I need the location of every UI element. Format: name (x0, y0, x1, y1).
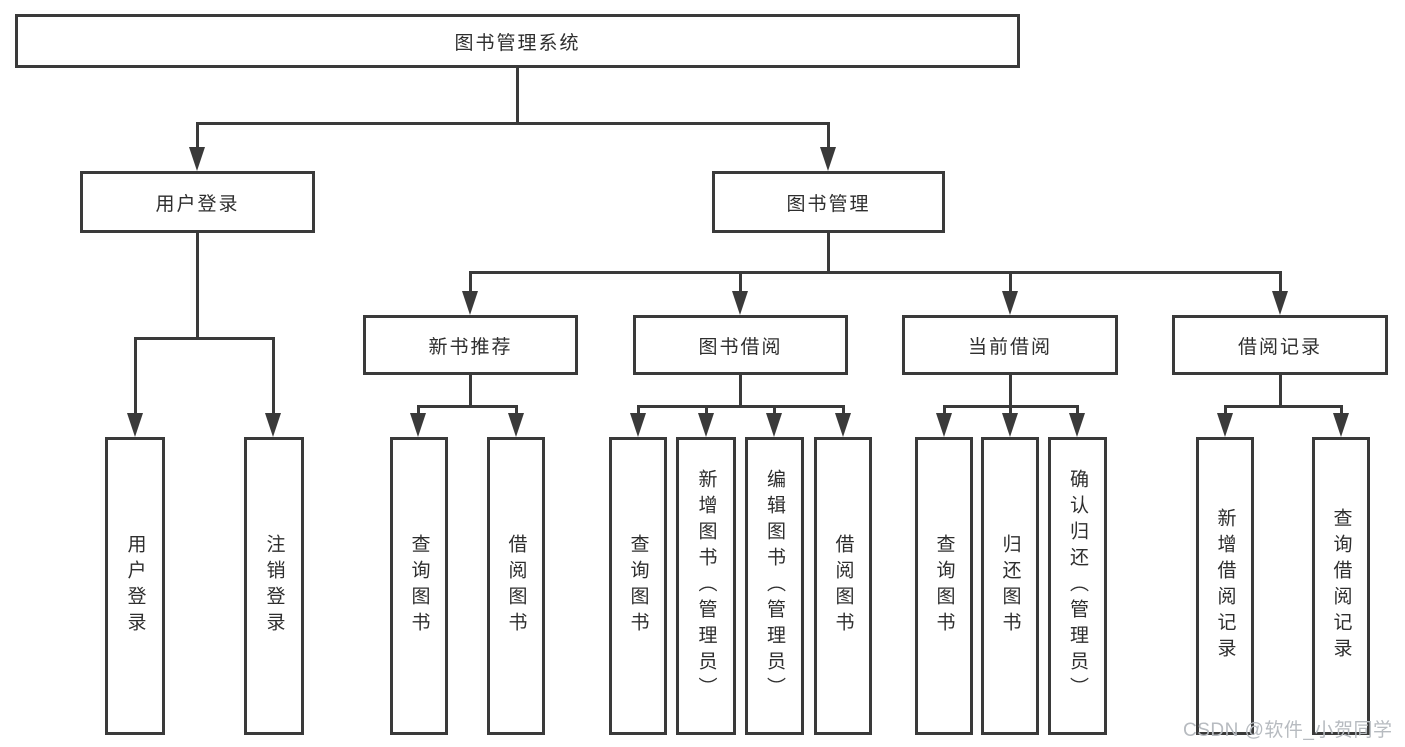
node-label: 查询图书 (627, 534, 649, 638)
edge-recommend-stub (469, 375, 472, 405)
node-current-borrow: 当前借阅 (902, 315, 1118, 375)
leaf-user-login: 用户登录 (105, 437, 165, 735)
edge-borrow-stub (739, 375, 742, 405)
node-label: 借阅图书 (505, 534, 527, 638)
node-label: 当前借阅 (967, 336, 1052, 358)
leaf-logout-login: 注销登录 (244, 437, 304, 735)
arrowhead-query-book-a (410, 413, 426, 437)
arrowhead-add-borrow-record (1217, 413, 1233, 437)
edge-userlogin-rail (134, 337, 275, 340)
edge-recommend-drop1 (417, 405, 420, 414)
edge-current-drop2 (1009, 405, 1012, 414)
node-label: 图书管理 (786, 193, 871, 215)
leaf-query-book-current: 查询图书 (915, 437, 973, 735)
leaf-add-book-admin: 新增图书（管理员） (676, 437, 736, 735)
node-label: 图书管理系统 (454, 32, 581, 54)
edge-bookmgmt-drop1 (469, 271, 472, 291)
node-label: 新增借阅记录 (1214, 508, 1236, 664)
arrowhead-query-borrow-record (1333, 413, 1349, 437)
arrowhead-borrow-book-a (508, 413, 524, 437)
node-label: 查询图书 (408, 534, 430, 638)
edge-records-drop2 (1340, 405, 1343, 414)
edge-current-drop3 (1076, 405, 1079, 414)
node-label: 借阅图书 (832, 534, 854, 638)
node-label: 新书推荐 (428, 336, 513, 358)
edge-borrow-drop2 (705, 405, 708, 414)
node-label: 确认归还（管理员） (1067, 469, 1088, 703)
edge-root-drop-right (827, 122, 830, 148)
arrowhead-new-book-recommend (462, 291, 478, 315)
node-label: 图书借阅 (698, 336, 783, 358)
arrowhead-query-book-b (630, 413, 646, 437)
arrowhead-add-book-admin (698, 413, 714, 437)
arrowhead-current-borrow (1002, 291, 1018, 315)
edge-borrow-drop1 (637, 405, 640, 414)
leaf-query-book-borrow: 查询图书 (609, 437, 667, 735)
node-label: 用户登录 (155, 193, 240, 215)
node-label: 借阅记录 (1237, 336, 1322, 358)
node-borrow-records: 借阅记录 (1172, 315, 1388, 375)
node-label: 编辑图书（管理员） (764, 469, 785, 703)
leaf-borrow-book-recommend: 借阅图书 (487, 437, 545, 735)
node-label: 注销登录 (263, 534, 285, 638)
arrowhead-confirm-return-admin (1069, 413, 1085, 437)
node-label: 用户登录 (124, 534, 146, 638)
node-book-borrow: 图书借阅 (633, 315, 848, 375)
edge-root-rail (196, 122, 830, 125)
leaf-edit-book-admin: 编辑图书（管理员） (745, 437, 804, 735)
edge-root-stub (516, 68, 519, 122)
edge-bookmgmt-stub (827, 233, 830, 271)
edge-records-stub (1279, 375, 1282, 405)
leaf-confirm-return-admin: 确认归还（管理员） (1048, 437, 1107, 735)
arrowhead-borrow-book-b (835, 413, 851, 437)
node-new-book-recommend: 新书推荐 (363, 315, 578, 375)
edge-records-rail (1224, 405, 1343, 408)
leaf-query-book-recommend: 查询图书 (390, 437, 448, 735)
arrowhead-leaf-user-login (127, 413, 143, 437)
edge-bookmgmt-rail (469, 271, 1282, 274)
arrowhead-user-login (189, 147, 205, 171)
edge-userlogin-drop1 (134, 337, 137, 413)
leaf-borrow-book-borrow: 借阅图书 (814, 437, 872, 735)
edge-bookmgmt-drop2 (739, 271, 742, 291)
arrowhead-book-borrow (732, 291, 748, 315)
leaf-add-borrow-record: 新增借阅记录 (1196, 437, 1254, 735)
leaf-return-book: 归还图书 (981, 437, 1039, 735)
arrowhead-book-management (820, 147, 836, 171)
arrowhead-leaf-logout (265, 413, 281, 437)
edge-records-drop1 (1224, 405, 1227, 414)
edge-bookmgmt-drop3 (1009, 271, 1012, 291)
edge-borrow-rail (637, 405, 845, 408)
node-label: 新增图书（管理员） (695, 469, 717, 703)
edge-recommend-drop2 (515, 405, 518, 414)
node-label: 查询图书 (933, 534, 955, 638)
edge-borrow-drop4 (842, 405, 845, 414)
edge-recommend-rail (417, 405, 518, 408)
arrowhead-return-book (1002, 413, 1018, 437)
edge-userlogin-stub (196, 233, 199, 337)
edge-borrow-drop3 (773, 405, 776, 414)
node-book-management: 图书管理 (712, 171, 945, 233)
node-label: 归还图书 (999, 534, 1021, 638)
arrowhead-borrow-records (1272, 291, 1288, 315)
leaf-query-borrow-record: 查询借阅记录 (1312, 437, 1370, 735)
edge-current-drop1 (943, 405, 946, 414)
edge-userlogin-drop2 (272, 337, 275, 413)
edge-bookmgmt-drop4 (1279, 271, 1282, 291)
node-user-login: 用户登录 (80, 171, 315, 233)
node-library-system: 图书管理系统 (15, 14, 1020, 68)
arrowhead-query-book-c (936, 413, 952, 437)
edge-root-drop-left (196, 122, 199, 148)
arrowhead-edit-book-admin (766, 413, 782, 437)
edge-current-stub (1009, 375, 1012, 405)
node-label: 查询借阅记录 (1330, 508, 1352, 664)
csdn-watermark: CSDN @软件_小贺同学 (1183, 720, 1393, 741)
